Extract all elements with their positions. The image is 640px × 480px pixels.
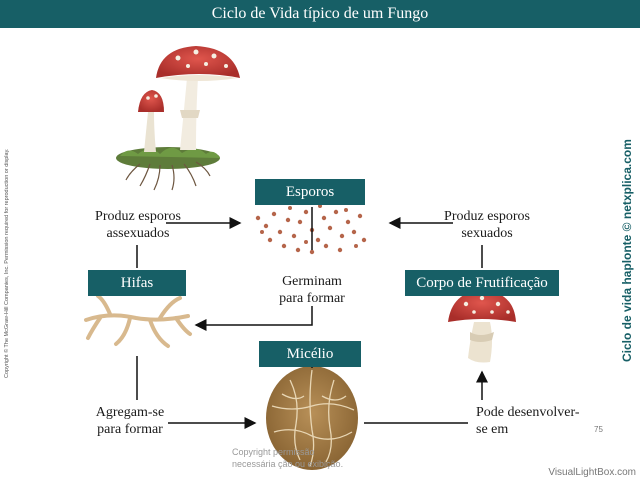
- side-title: Ciclo de vida haplonte © netxplica.com: [620, 139, 634, 362]
- label-germinam-line2: para formar: [279, 291, 345, 306]
- label-assexuados: Produz esporos assexuados: [70, 208, 206, 242]
- label-sexuados-line1: Produz esporos: [444, 209, 530, 224]
- copyright-note: Copyright © The McGraw-Hill Companies, I…: [4, 148, 10, 378]
- label-agregam: Agregam-se para formar: [80, 404, 180, 438]
- stage-esporos-box: Esporos: [255, 179, 365, 205]
- label-germinam: Germinam para formar: [262, 273, 362, 307]
- page-number: 75: [594, 425, 603, 434]
- label-pode-line2: se em: [476, 422, 509, 437]
- watermark-text: Copyright permissão necessária ção ou ex…: [232, 446, 343, 470]
- label-sexuados-line2: sexuados: [461, 226, 513, 241]
- stage-hifas-box: Hifas: [88, 270, 186, 296]
- label-pode: Pode desenvolver- se em: [476, 404, 596, 438]
- watermark-line2: necessária ção ou exibição.: [232, 459, 344, 469]
- label-agregam-line2: para formar: [97, 422, 163, 437]
- stage-corpo-box: Corpo de Frutificação: [405, 270, 559, 296]
- label-assexuados-line1: Produz esporos: [95, 209, 181, 224]
- hyphae-illustration: [84, 294, 192, 348]
- label-assexuados-line2: assexuados: [106, 226, 170, 241]
- label-germinam-line1: Germinam: [282, 274, 342, 289]
- watermark-line1: Copyright permissão: [232, 447, 315, 457]
- mushroom-pair-illustration: [116, 46, 240, 191]
- label-sexuados: Produz esporos sexuados: [432, 208, 542, 242]
- credit-link[interactable]: VisualLightBox.com: [548, 467, 636, 478]
- stage-micelio-box: Micélio: [259, 341, 361, 367]
- label-pode-line1: Pode desenvolver-: [476, 405, 580, 420]
- arrow-germinam-to-hifas: [194, 306, 313, 331]
- mycelium-illustration: [266, 366, 358, 470]
- spores-illustration: [255, 204, 367, 255]
- label-agregam-line1: Agregam-se: [95, 405, 165, 420]
- page-title: Ciclo de Vida típico de um Fungo: [0, 0, 640, 28]
- fruiting-body-illustration: [448, 290, 516, 363]
